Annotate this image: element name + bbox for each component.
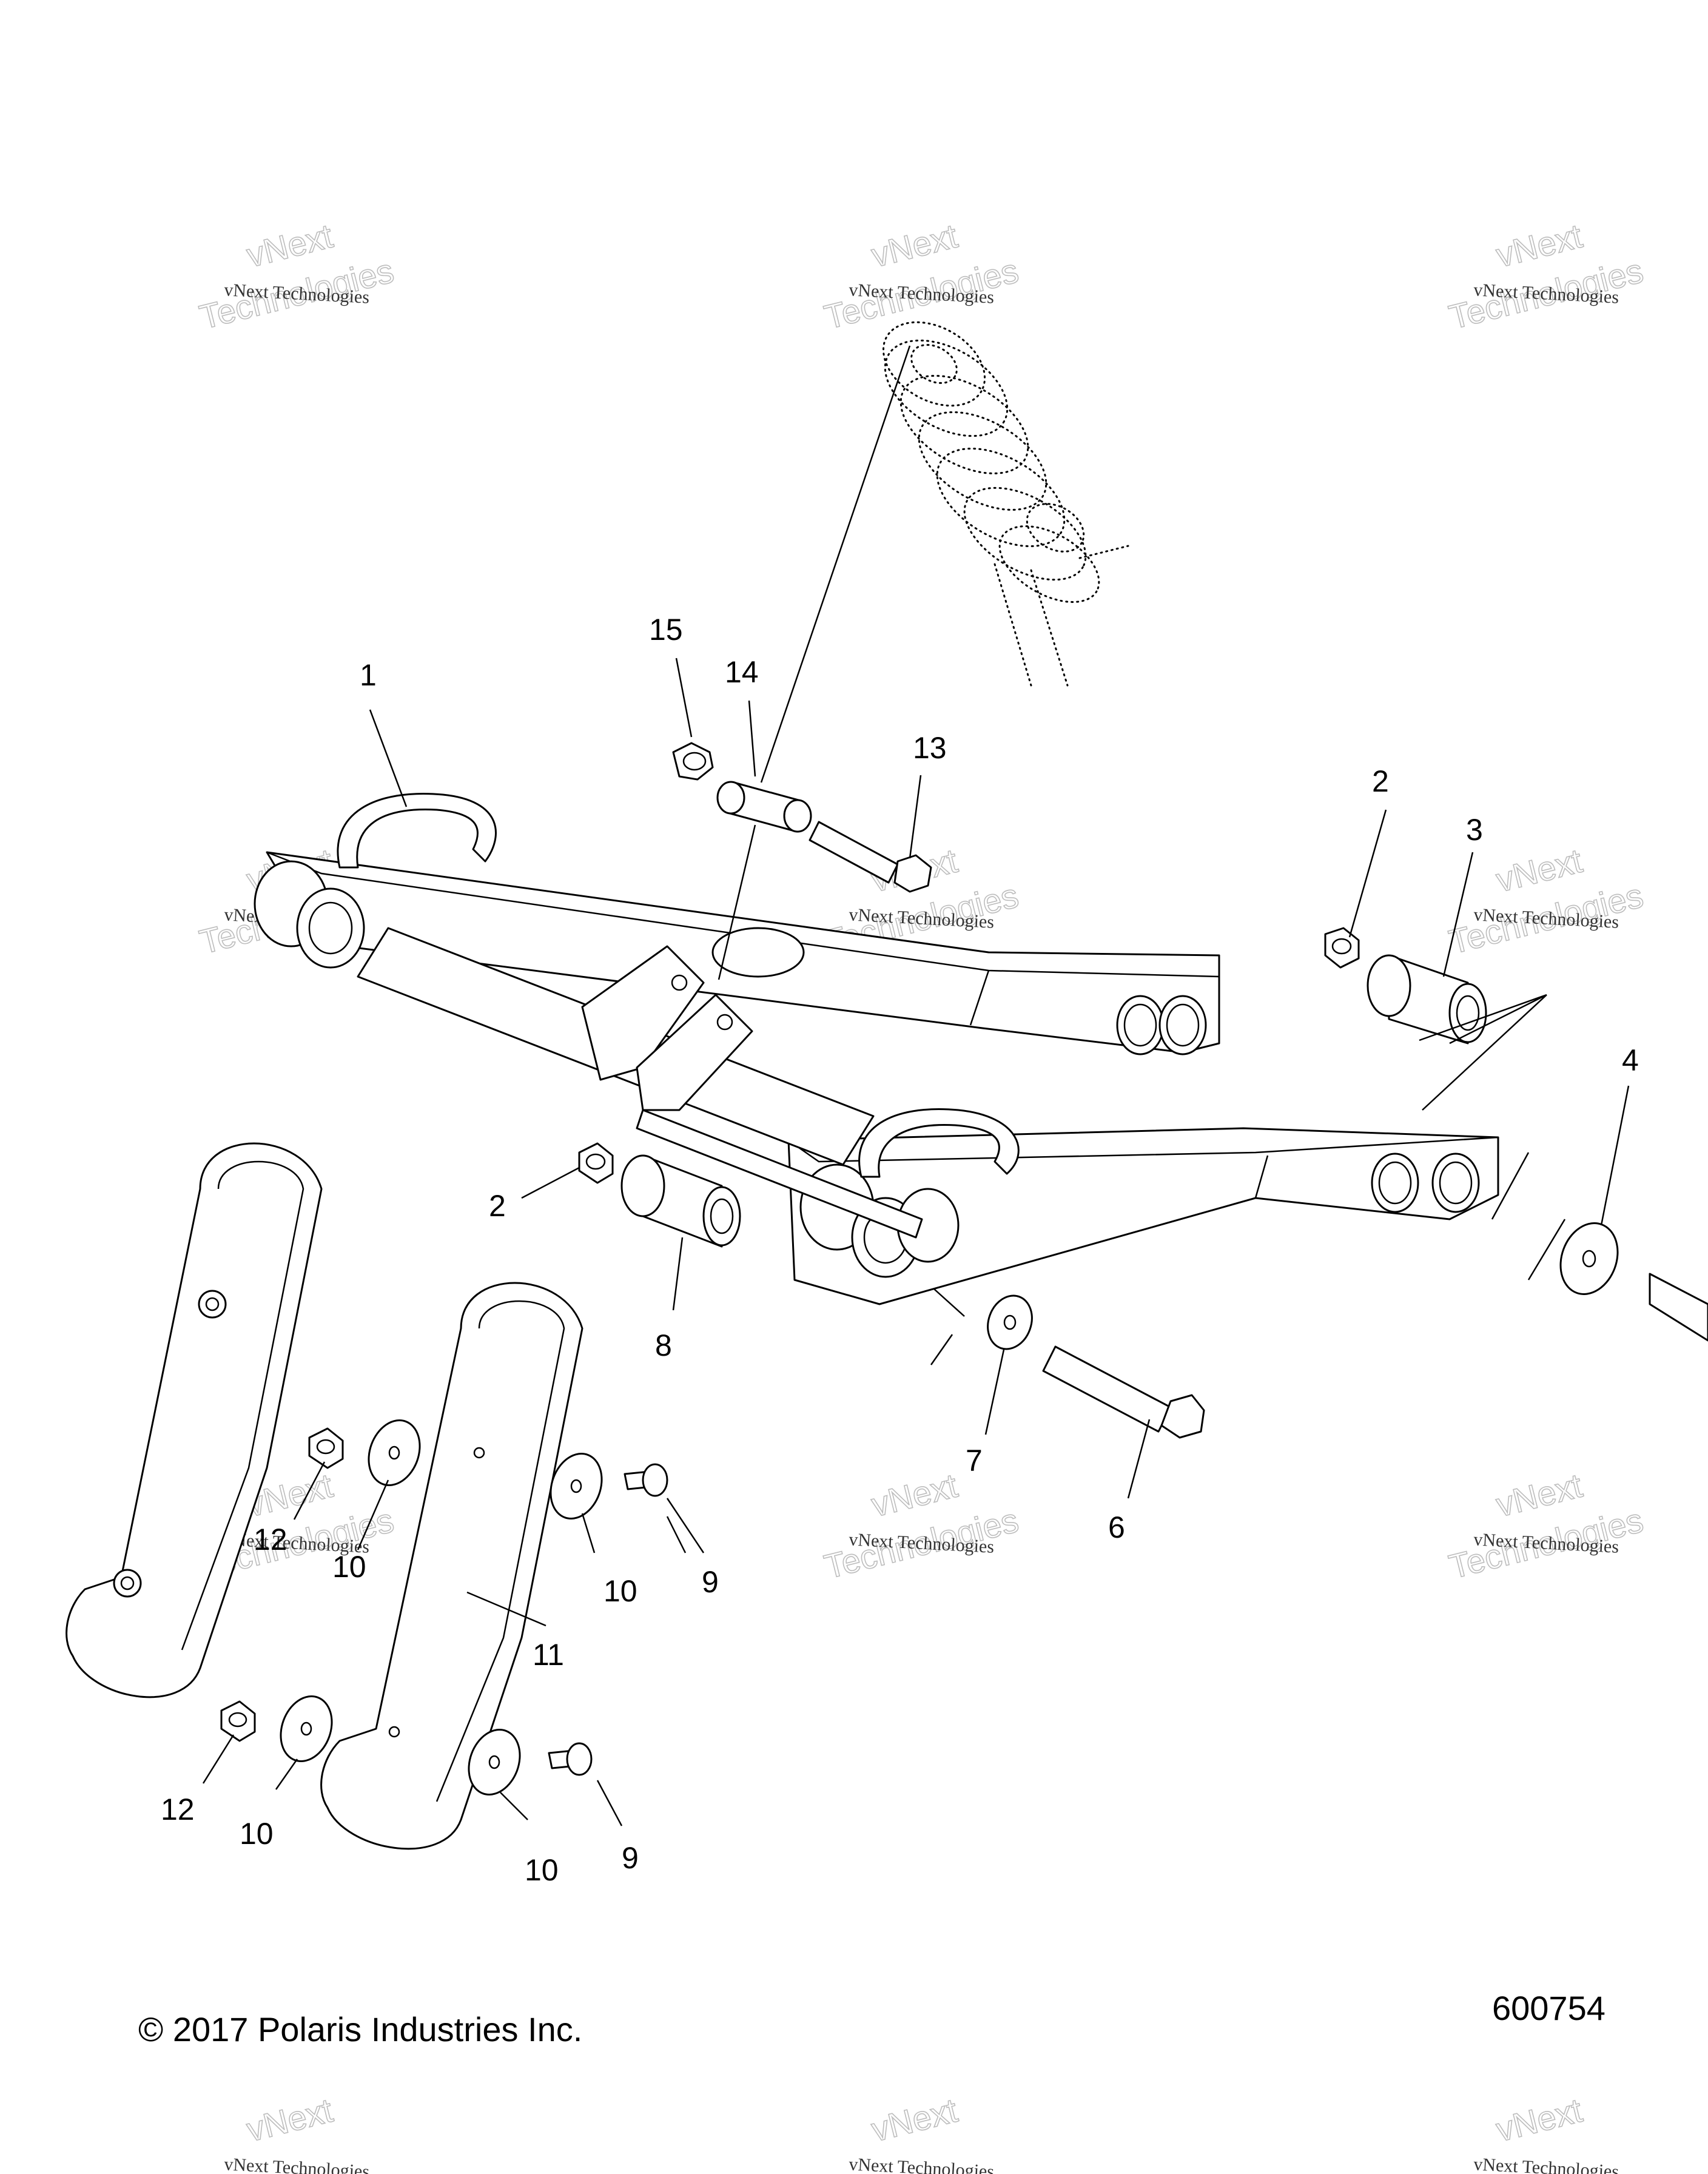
- watermark: vNext Technologies vNext Technologies: [195, 216, 398, 337]
- diagram-number: 600754: [1492, 1989, 1605, 2027]
- nut-part-2-lower: [578, 1142, 614, 1184]
- callout-4: 4: [1622, 1043, 1639, 1077]
- washer-part-10-c: [280, 1695, 333, 1762]
- shock-spring-reference: [882, 321, 1129, 687]
- nut-part-12-upper: [308, 1427, 344, 1469]
- callout-10: 10: [240, 1817, 274, 1851]
- watermark: vNext Technologies vNext Technologies: [820, 216, 1023, 337]
- callout-8: 8: [655, 1328, 672, 1362]
- watermark: vNext vNext Technologies: [1473, 2090, 1619, 2174]
- callout-7: 7: [966, 1444, 983, 1478]
- callout-12: 12: [161, 1792, 195, 1826]
- svg-text:vNext: vNext: [243, 2091, 337, 2149]
- callout-9: 9: [622, 1841, 639, 1875]
- svg-text:vNext: vNext: [867, 217, 961, 275]
- swing-arm: [254, 793, 1499, 1305]
- callout-14: 14: [725, 655, 759, 689]
- svg-text:vNext: vNext: [1492, 841, 1586, 900]
- svg-text:vNext: vNext: [243, 217, 337, 275]
- watermark: vNext Technologies vNext Technologies: [820, 1466, 1023, 1586]
- bolt-part-4-partial: [1649, 1273, 1708, 1342]
- callout-2: 2: [1372, 764, 1389, 798]
- callout-9: 9: [702, 1565, 719, 1599]
- washer-part-4: [1559, 1222, 1619, 1295]
- spacer-part-14: [716, 781, 812, 833]
- bolt-part-13: [809, 821, 932, 893]
- washer-part-10-a: [368, 1419, 421, 1486]
- callout-13: 13: [913, 731, 947, 765]
- callout-10: 10: [525, 1853, 559, 1887]
- bushing-part-8: [620, 1154, 741, 1248]
- link-bar-part-11: [320, 1282, 583, 1850]
- callout-1: 1: [360, 658, 377, 692]
- link-bar-left: [66, 1142, 323, 1698]
- svg-text:vNext: vNext: [867, 1466, 961, 1524]
- svg-text:vNext Technologies: vNext Technologies: [224, 2154, 370, 2174]
- svg-text:vNext: vNext: [867, 2091, 961, 2149]
- callout-11: 11: [533, 1638, 564, 1672]
- bushing-part-3: [1367, 954, 1487, 1045]
- watermark: vNext Technologies vNext Technologies: [1445, 216, 1647, 337]
- callout-10: 10: [604, 1574, 637, 1608]
- callout-12: 12: [254, 1523, 287, 1556]
- callout-6: 6: [1108, 1510, 1125, 1544]
- copyright-notice: © 2017 Polaris Industries Inc.: [138, 2010, 582, 2048]
- washer-part-10-d: [468, 1729, 521, 1795]
- nut-part-2-upper: [1324, 927, 1360, 969]
- watermark: vNext Technologies vNext Technologies: [1445, 841, 1647, 961]
- bolt-part-6: [1042, 1345, 1205, 1439]
- watermark: vNext Technologies vNext Technologies: [1445, 1466, 1647, 1586]
- svg-text:vNext Technologies: vNext Technologies: [1473, 2154, 1619, 2174]
- leader-lines: [202, 345, 1630, 1826]
- svg-text:vNext: vNext: [1492, 2091, 1586, 2149]
- callout-3: 3: [1466, 813, 1483, 847]
- nut-part-12-lower: [220, 1700, 256, 1742]
- washer-part-10-b: [550, 1453, 603, 1519]
- watermark: vNext vNext Technologies: [849, 2090, 995, 2174]
- callout-labels: 1 2 2 3 4 6 7 8 9 9 10 10 10 10 11 12 12…: [161, 613, 1639, 1887]
- nut-part-15: [672, 742, 714, 781]
- callout-10: 10: [332, 1550, 366, 1584]
- svg-text:vNext Technologies: vNext Technologies: [849, 2154, 995, 2174]
- pin-part-9-upper: [624, 1463, 668, 1497]
- callout-15: 15: [649, 613, 683, 647]
- svg-text:vNext: vNext: [1492, 1466, 1586, 1524]
- washer-part-7: [987, 1294, 1033, 1350]
- callout-2: 2: [489, 1189, 506, 1223]
- watermark: vNext vNext Technologies: [224, 2090, 370, 2174]
- svg-text:vNext: vNext: [1492, 217, 1586, 275]
- pin-part-9-lower: [548, 1742, 593, 1776]
